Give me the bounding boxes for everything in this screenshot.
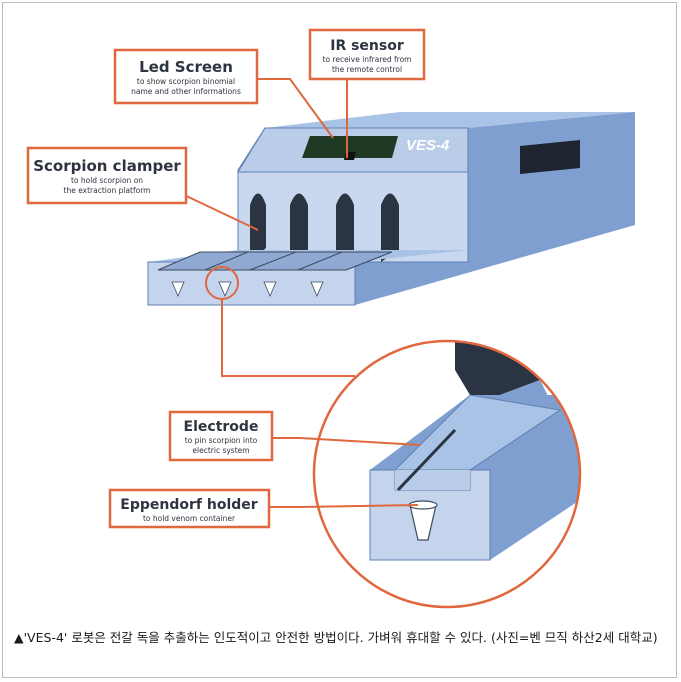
label-eppendorf-holder: Eppendorf holder to hold venom container — [108, 488, 271, 529]
zoom-detail — [312, 339, 582, 609]
platform-rails — [157, 251, 393, 271]
svg-text:the remote control: the remote control — [332, 65, 402, 74]
svg-text:to show scorpion binomial: to show scorpion binomial — [137, 77, 235, 86]
svg-text:Electrode: Electrode — [184, 419, 259, 435]
svg-text:the extraction platform: the extraction platform — [64, 186, 151, 195]
clamper-1 — [250, 193, 266, 262]
ves4-device: VES-4 — [147, 112, 635, 306]
svg-text:to pin scorpion into: to pin scorpion into — [185, 436, 258, 445]
clamper-3 — [336, 193, 354, 262]
label-scorpion-clamper: Scorpion clamper to hold scorpion on the… — [26, 146, 188, 205]
figure-caption: ▲'VES-4' 로봇은 전갈 독을 추출하는 인도적이고 안전한 방법이다. … — [14, 628, 664, 648]
svg-text:electric system: electric system — [192, 446, 249, 455]
label-led-screen: Led Screen to show scorpion binomial nam… — [113, 48, 259, 105]
device-diagram: VES-4 — [26, 28, 635, 609]
zoom-circle-border — [312, 339, 582, 609]
svg-text:Scorpion clamper: Scorpion clamper — [33, 157, 181, 175]
clamper-4 — [381, 193, 399, 262]
svg-text:Led Screen: Led Screen — [139, 58, 233, 76]
label-electrode: Electrode to pin scorpion into electric … — [168, 410, 274, 462]
device-top-face — [265, 112, 635, 128]
svg-text:Eppendorf holder: Eppendorf holder — [120, 497, 257, 513]
scorpion-clampers — [250, 193, 399, 262]
svg-text:to hold scorpion on: to hold scorpion on — [71, 176, 143, 185]
device-brand-label: VES-4 — [406, 137, 450, 154]
svg-text:to hold venom container: to hold venom container — [143, 514, 236, 523]
caption-text: 'VES-4' 로봇은 전갈 독을 추출하는 인도적이고 안전한 방법이다. 가… — [23, 630, 658, 645]
eppendorf-tubes — [171, 281, 324, 298]
led-screen — [302, 136, 398, 158]
callout-lines — [179, 78, 421, 508]
svg-text:name and other informations: name and other informations — [131, 87, 241, 96]
zoom-connector — [221, 299, 355, 377]
svg-text:IR sensor: IR sensor — [330, 38, 404, 54]
ir-sensor — [344, 152, 356, 160]
side-vent — [520, 140, 580, 174]
caption-marker: ▲ — [14, 630, 24, 645]
electrode — [396, 428, 457, 492]
label-ir-sensor: IR sensor to receive infrared from the r… — [308, 28, 426, 81]
svg-text:to receive infrared from: to receive infrared from — [323, 55, 412, 64]
clamper-2 — [290, 193, 308, 262]
